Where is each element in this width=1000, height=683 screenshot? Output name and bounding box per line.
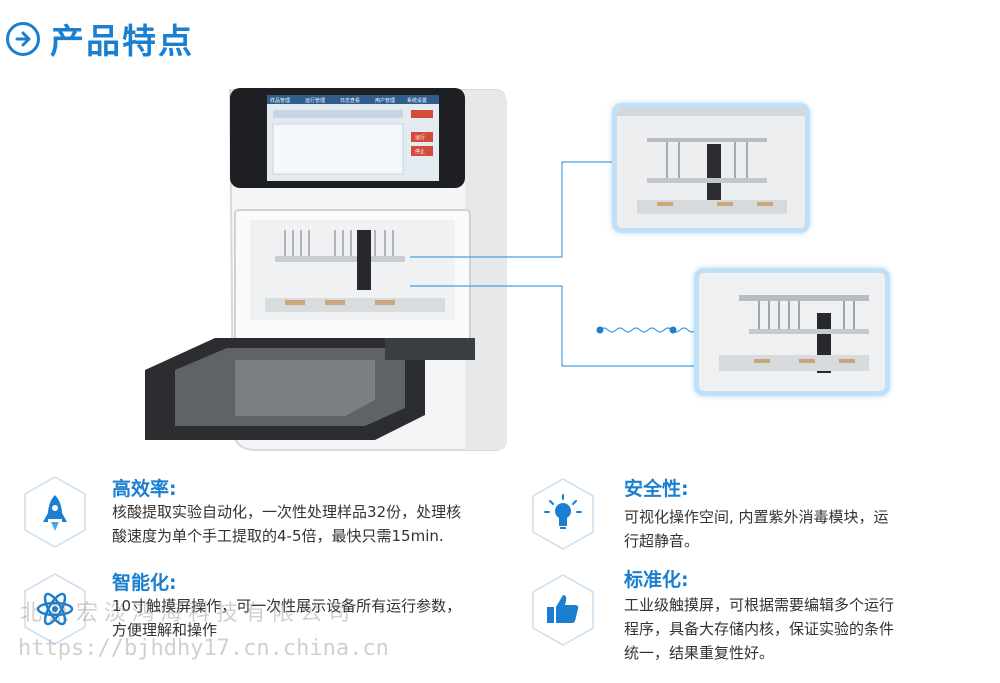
extraction-instrument-image: 样品管理 运行管理 日志查看 用户管理 系统设置 运行 停止 bbox=[145, 88, 507, 451]
atom-icon bbox=[24, 573, 86, 645]
arrow-right-circle-icon bbox=[6, 22, 40, 56]
chamber-detail-photo-top bbox=[612, 103, 810, 233]
feature-text: 核酸提取实验自动化，一次性处理样品32份，处理核 酸速度为单个手工提取的4-5倍… bbox=[112, 503, 462, 545]
screen-tab: 运行管理 bbox=[305, 97, 325, 104]
screen-tab: 系统设置 bbox=[407, 97, 427, 104]
screen-stop-button: 停止 bbox=[415, 148, 425, 155]
watermark-company: 北京宏淡鸿海科技有限公司 bbox=[20, 601, 357, 626]
feature-title: 智能化: bbox=[112, 572, 177, 594]
watermark-url: https://bjhdhy17.cn.china.cn bbox=[18, 636, 389, 661]
feature-text: 可视化操作空间, 内置紫外消毒模块，运 行超静音。 bbox=[624, 508, 889, 550]
thumbs-up-icon bbox=[532, 574, 594, 646]
chamber-detail-photo-bottom bbox=[694, 268, 890, 396]
rocket-icon bbox=[24, 476, 86, 548]
screen-tabs: 样品管理 运行管理 日志查看 用户管理 系统设置 bbox=[270, 97, 427, 104]
screen-run-button: 运行 bbox=[415, 134, 425, 141]
screen-tab: 用户管理 bbox=[375, 97, 395, 104]
feature-title: 安全性: bbox=[624, 478, 689, 500]
page-title: 产品特点 bbox=[50, 22, 194, 62]
feature-text: 工业级触摸屏，可根据需要编辑多个运行 程序，具备大存储内核，保证实验的条件 统一… bbox=[624, 596, 895, 662]
screen-tab: 日志查看 bbox=[340, 97, 360, 104]
feature-title: 高效率: bbox=[112, 478, 177, 500]
lightbulb-icon bbox=[532, 478, 594, 550]
screen-tab: 样品管理 bbox=[270, 97, 290, 104]
feature-text: 10寸触摸屏操作，可一次性展示设备所有运行参数， 方便理解和操作 bbox=[112, 597, 462, 639]
feature-title: 标准化: bbox=[624, 569, 689, 591]
